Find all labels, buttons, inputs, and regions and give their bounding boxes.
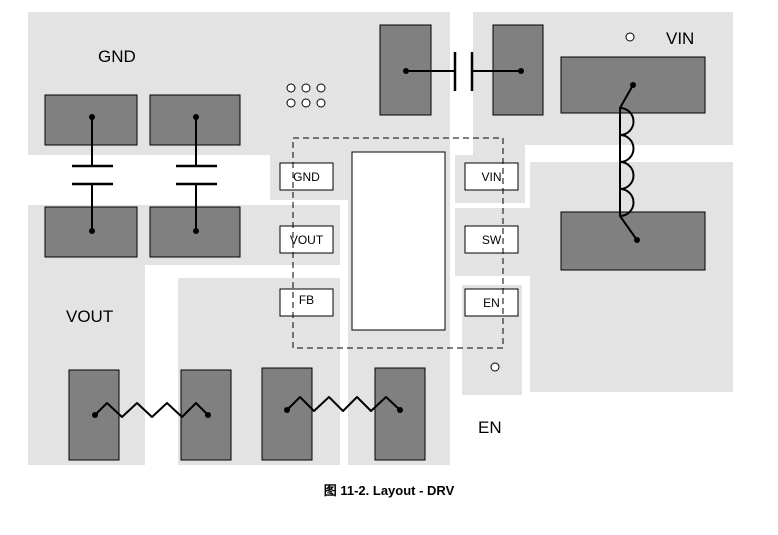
pin-vout: VOUT xyxy=(279,225,334,254)
pin-vout-box xyxy=(279,225,334,254)
output-capacitor-2 xyxy=(176,114,217,234)
inductor-coil xyxy=(619,107,635,217)
vin-net-label: VIN xyxy=(666,29,694,48)
en-net-label: EN xyxy=(478,418,502,437)
pin-vin-box xyxy=(464,162,519,191)
gnd-net-label: GND xyxy=(98,47,136,66)
terminal-dot xyxy=(634,237,640,243)
via xyxy=(301,83,311,93)
pin-sw-box xyxy=(464,225,519,254)
ic-body xyxy=(351,151,446,331)
vout-net-label: VOUT xyxy=(66,307,113,326)
via xyxy=(301,98,311,108)
terminal-dot xyxy=(284,407,290,413)
terminal-dot xyxy=(89,114,95,120)
terminal-dot xyxy=(403,68,409,74)
pin-fb-box xyxy=(279,288,334,317)
terminal-dot xyxy=(518,68,524,74)
inductor-lead xyxy=(619,84,634,109)
sw-inductor-pad xyxy=(560,211,706,271)
pin-en-box xyxy=(464,288,519,317)
pin-fb: FB xyxy=(279,288,334,317)
via xyxy=(286,98,296,108)
feedback-resistor-top xyxy=(92,402,211,418)
resistor-zigzag xyxy=(94,402,209,418)
ic-footprint-outline-overlay xyxy=(292,137,504,349)
terminal-dot xyxy=(630,82,636,88)
terminal-dot xyxy=(92,412,98,418)
pin-fb-label: FB xyxy=(299,293,314,307)
via xyxy=(316,83,326,93)
pin-gnd: GND xyxy=(279,162,334,191)
terminal-dot xyxy=(397,407,403,413)
figure-caption: 图 11-2. Layout - DRV xyxy=(324,483,455,498)
gnd-resistor-pad xyxy=(374,367,426,461)
terminal-dot xyxy=(193,114,199,120)
inductor-lead xyxy=(619,215,638,241)
vin-via xyxy=(625,32,635,42)
resistor-zigzag xyxy=(286,396,401,412)
pin-gnd-box xyxy=(279,162,334,191)
terminal-dot xyxy=(89,228,95,234)
pin-vin-label: VIN xyxy=(481,170,501,184)
pin-vout-label: VOUT xyxy=(290,233,324,247)
pin-vin: VIN xyxy=(464,162,519,191)
via xyxy=(286,83,296,93)
pin-en-label: EN xyxy=(483,296,500,310)
pin-sw: SW xyxy=(464,225,519,254)
fb-resistor-bottom-pad xyxy=(261,367,313,461)
en-via xyxy=(490,362,500,372)
terminal-dot xyxy=(205,412,211,418)
output-capacitor-1 xyxy=(72,114,113,234)
input-capacitor xyxy=(403,52,524,91)
inductor xyxy=(619,82,640,243)
feedback-resistor-bottom xyxy=(284,396,403,413)
terminal-dot xyxy=(193,228,199,234)
pin-en: EN xyxy=(464,288,519,317)
pin-gnd-label: GND xyxy=(293,170,320,184)
via xyxy=(316,98,326,108)
pin-sw-label: SW xyxy=(482,233,502,247)
